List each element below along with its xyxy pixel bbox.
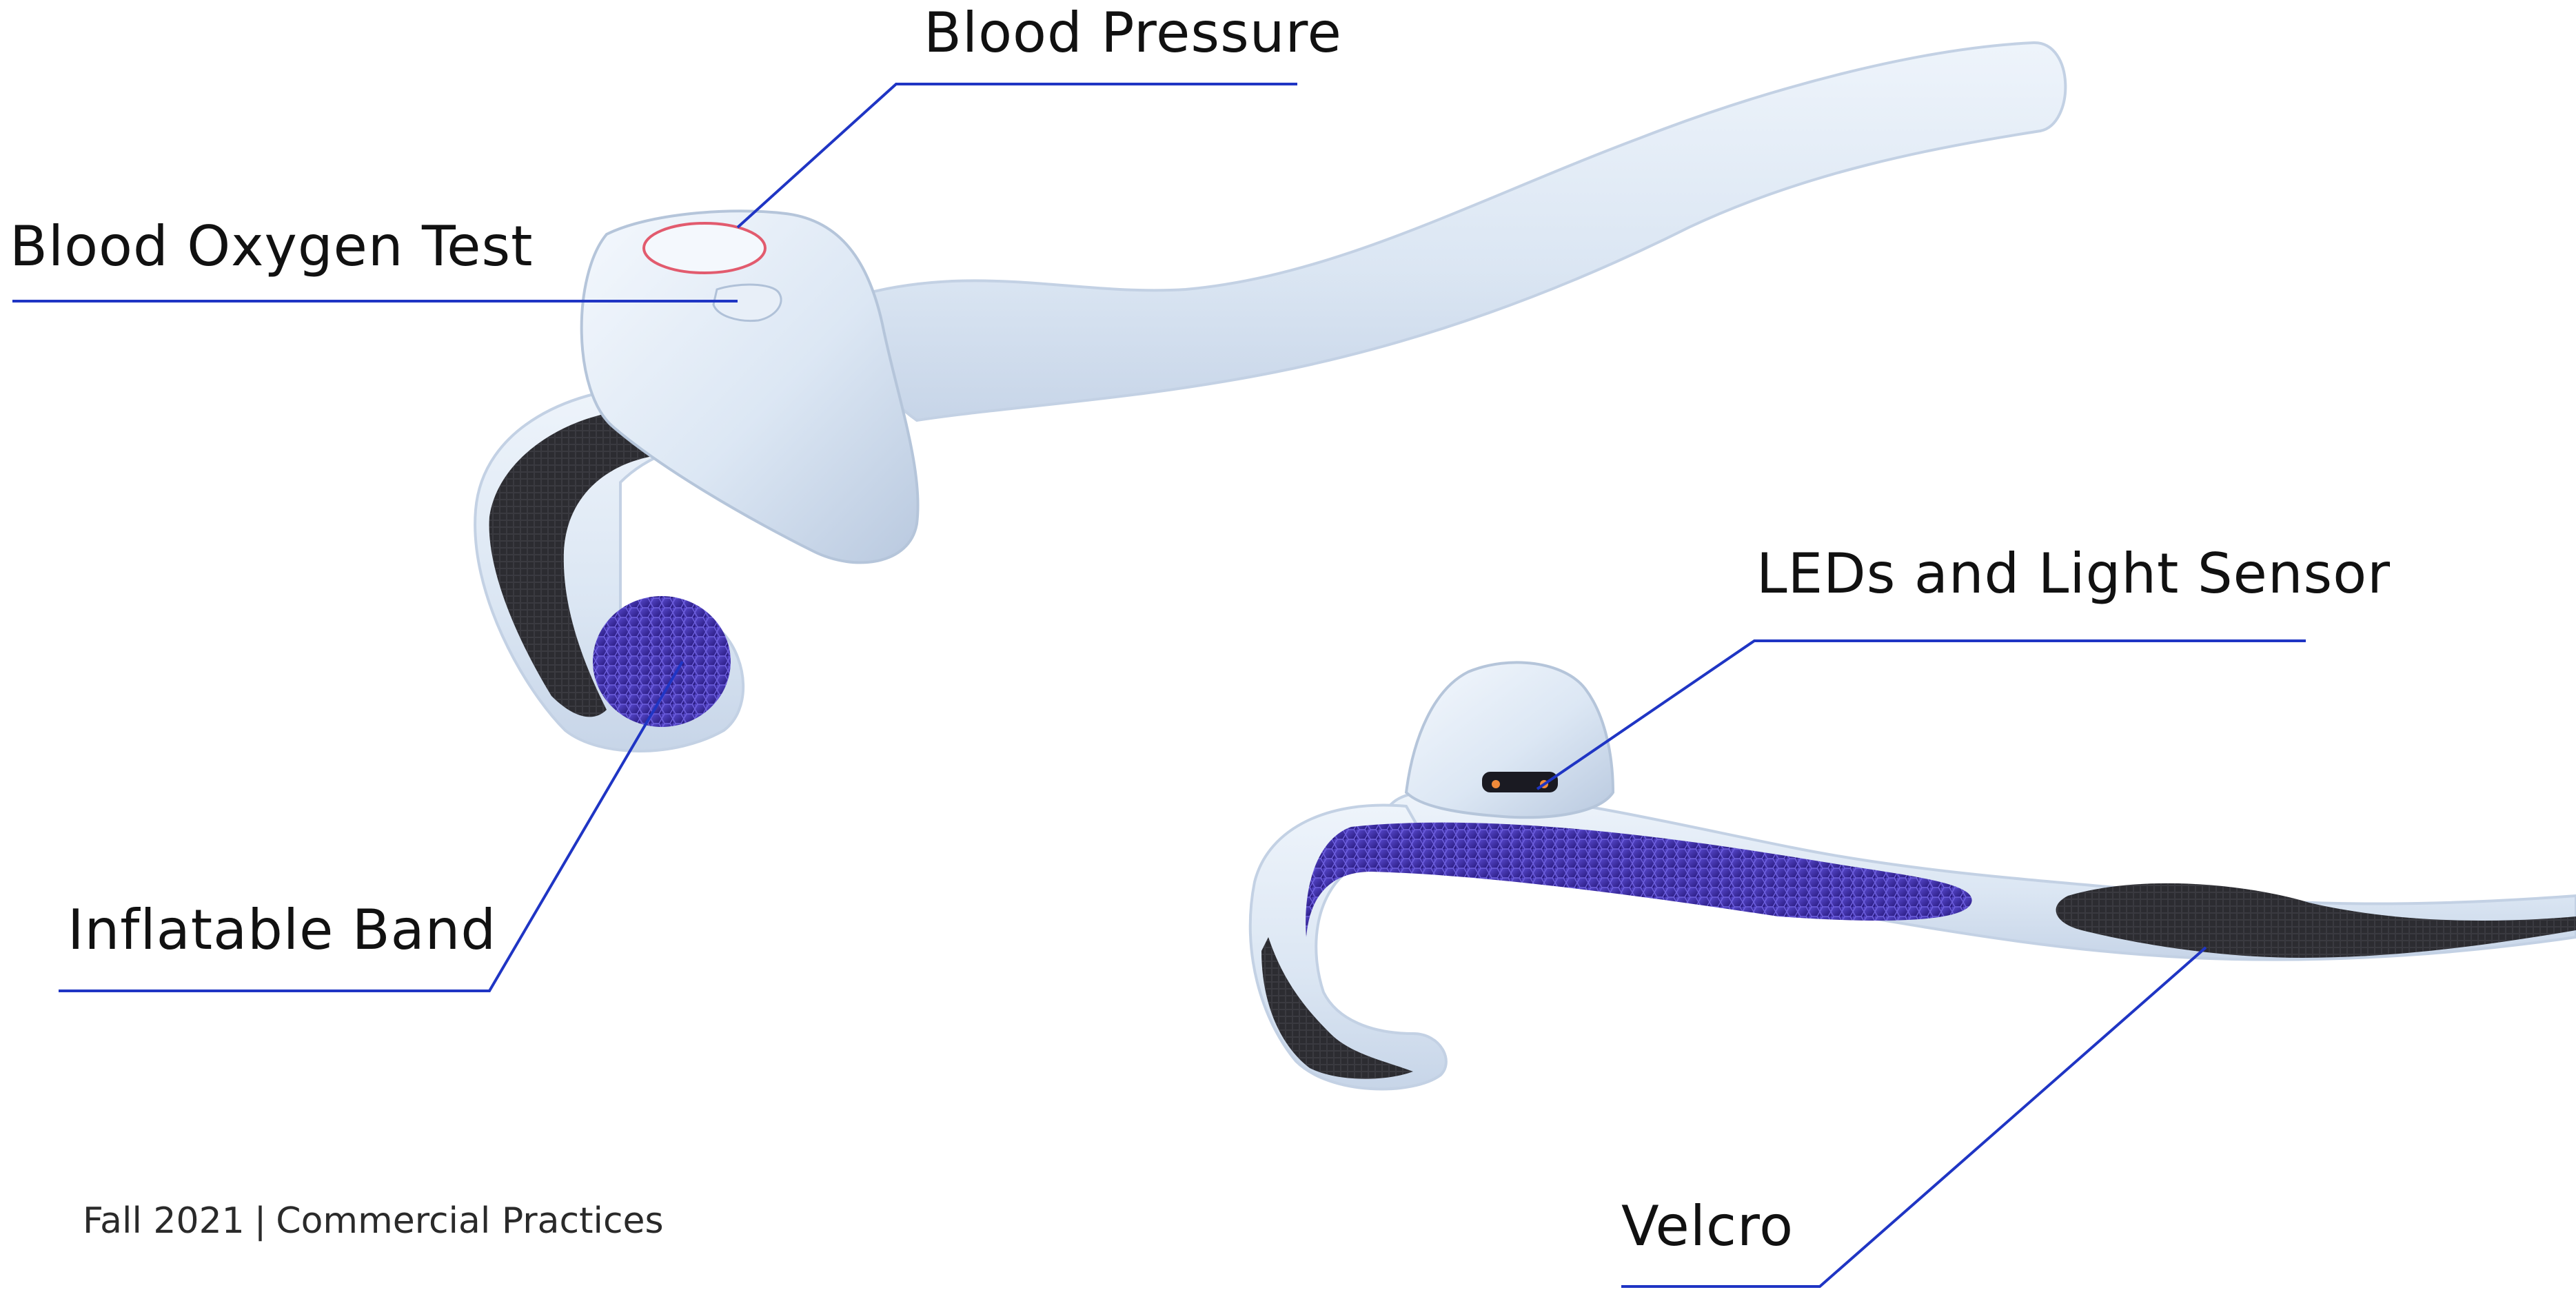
- footer-caption: Fall 2021|Commercial Practices: [83, 1200, 664, 1242]
- right-hub: [1406, 662, 1613, 817]
- label-blood-oxygen-test: Blood Oxygen Test: [10, 219, 534, 274]
- right-inflatable-band: [1306, 823, 1972, 937]
- led-left-icon: [1492, 780, 1500, 788]
- left-strap: [853, 43, 2065, 420]
- blood-oxygen-button: [713, 285, 781, 320]
- label-inflatable-band: Inflatable Band: [68, 903, 496, 958]
- label-leds-light-sensor: LEDs and Light Sensor: [1756, 546, 2391, 602]
- label-blood-pressure: Blood Pressure: [924, 6, 1342, 61]
- leader-blood-pressure: [738, 84, 1297, 227]
- footer-course: Commercial Practices: [276, 1200, 663, 1242]
- footer-separator: |: [245, 1200, 276, 1242]
- label-velcro: Velcro: [1621, 1199, 1794, 1254]
- right-device: [1250, 662, 2576, 1089]
- leader-leds: [1537, 641, 2306, 789]
- left-inflatable-band: [593, 596, 731, 727]
- blood-pressure-sensor: [644, 223, 765, 273]
- footer-term: Fall 2021: [83, 1200, 245, 1242]
- left-device: [475, 43, 2065, 751]
